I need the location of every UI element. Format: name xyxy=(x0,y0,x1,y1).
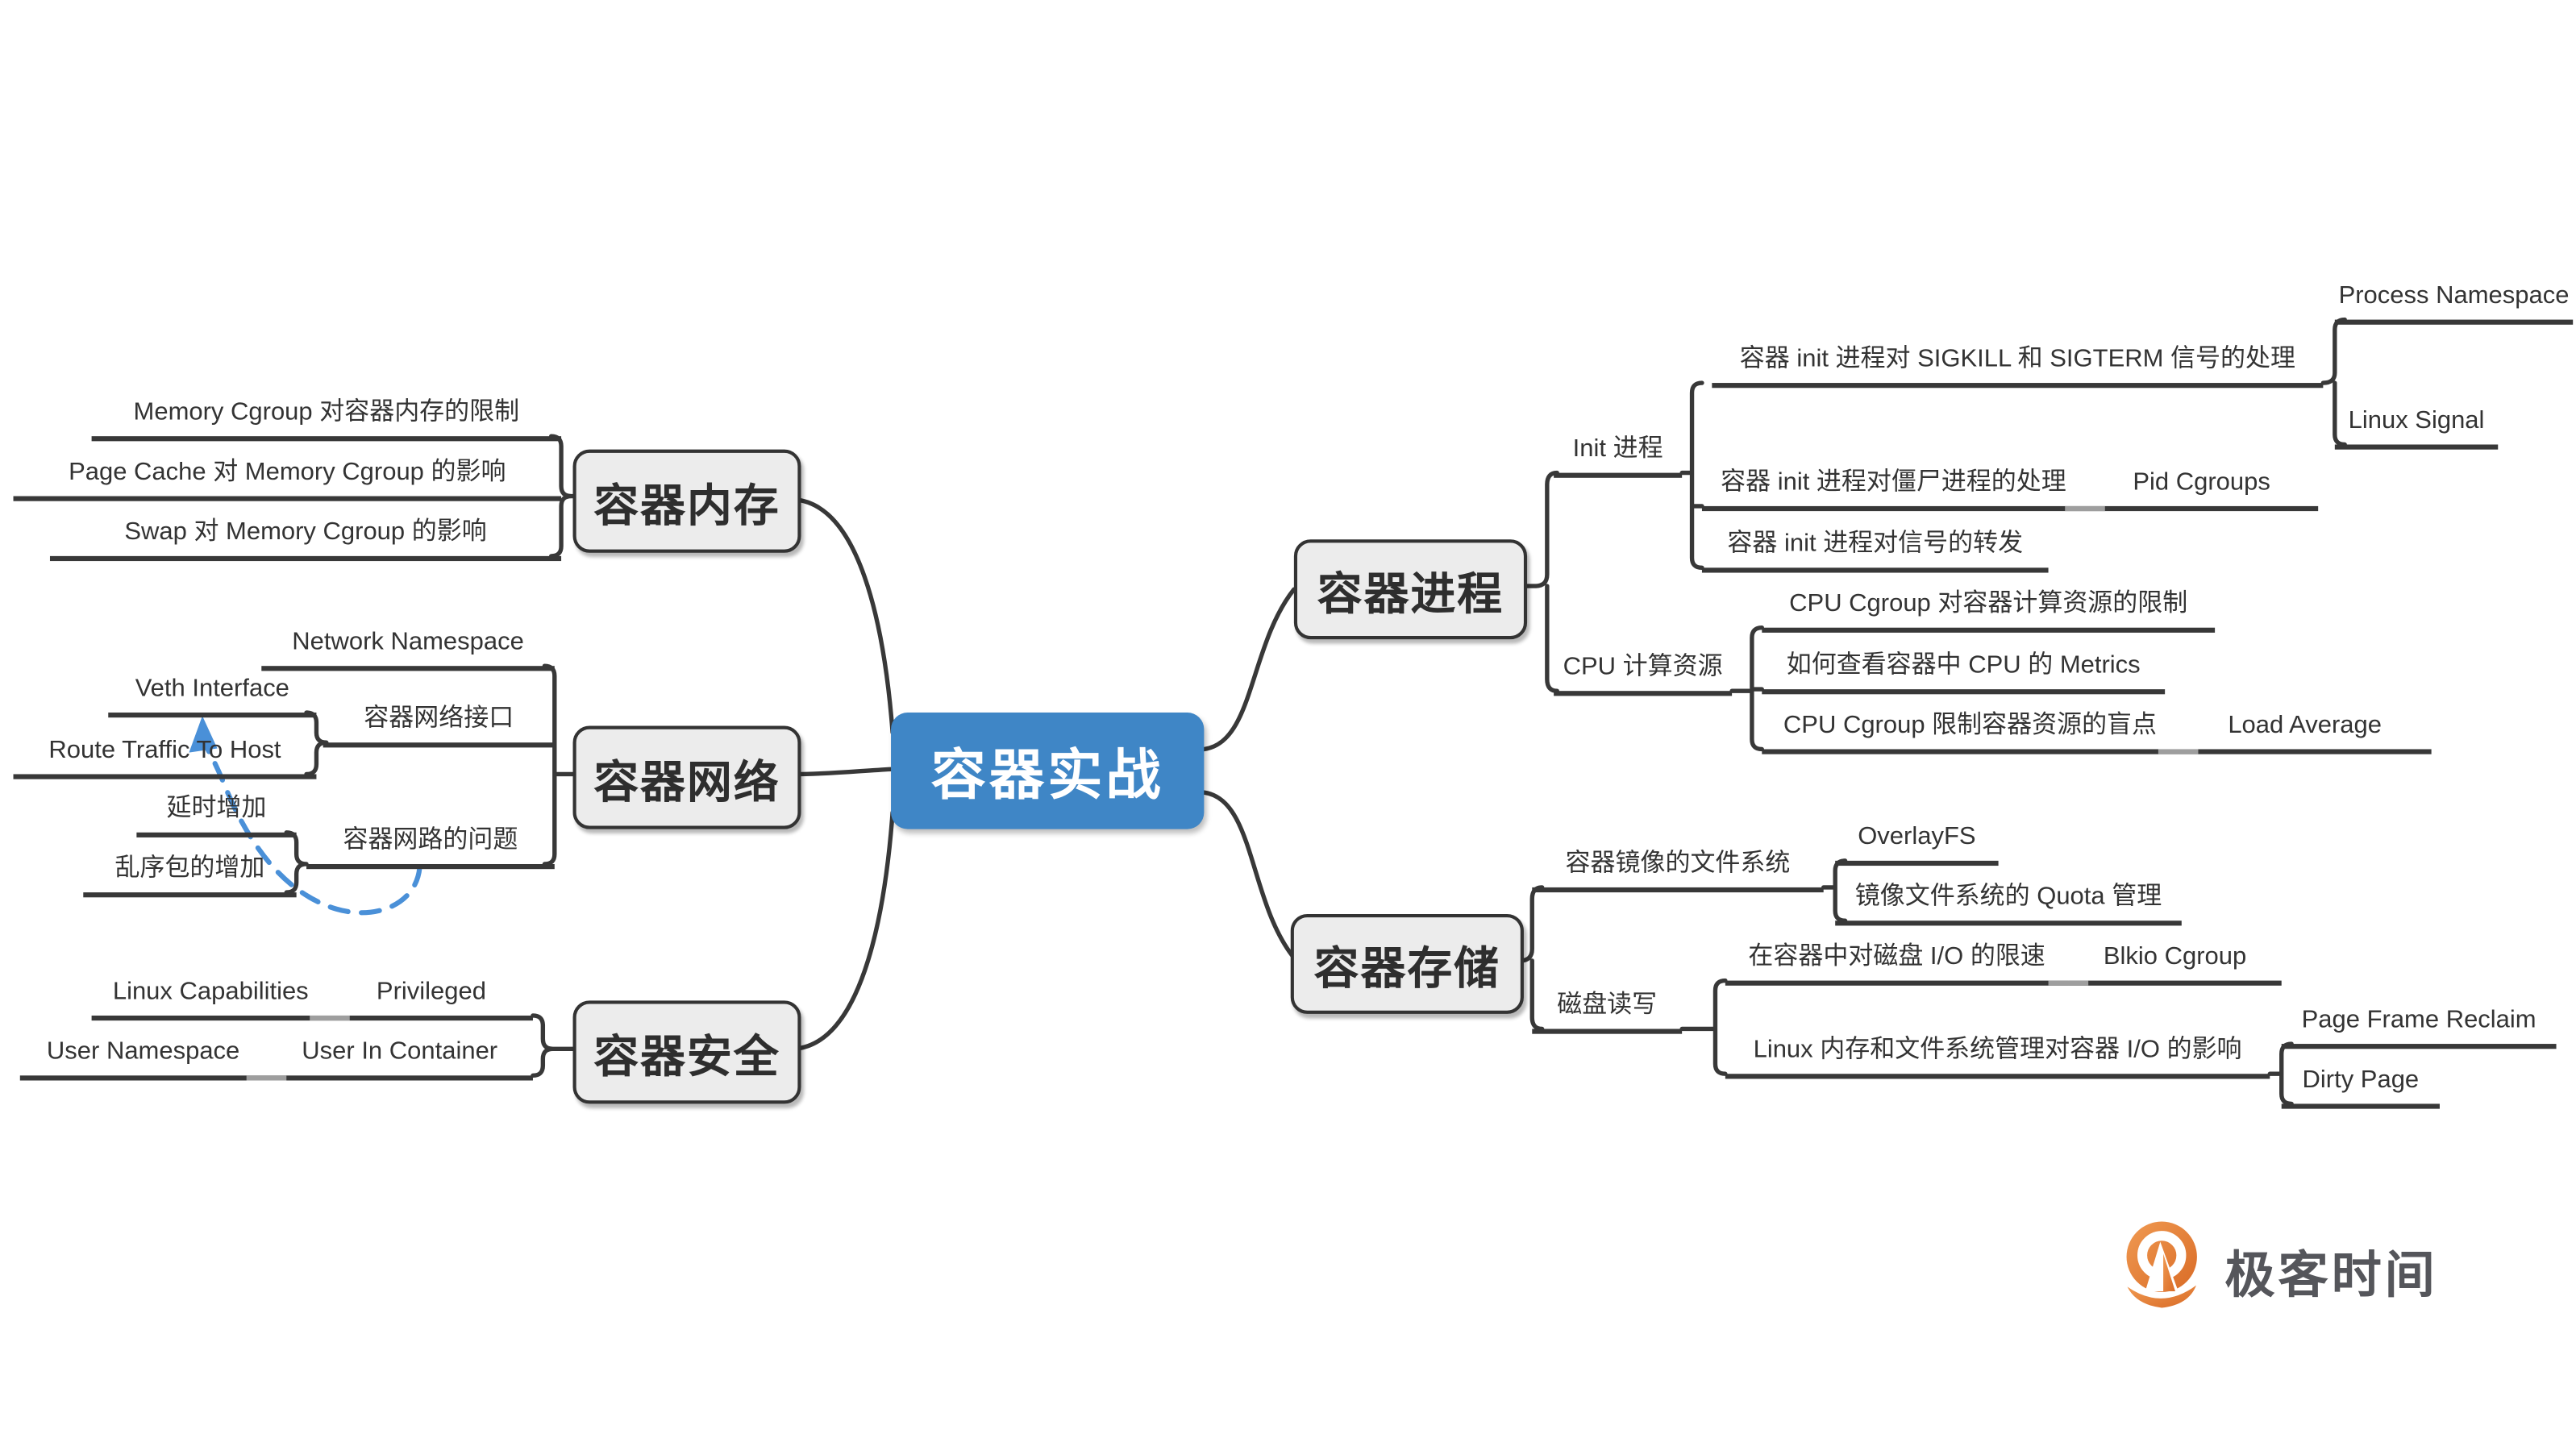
topic-memory-cgroup-limit[interactable]: Memory Cgroup 对容器内存的限制 xyxy=(91,399,562,441)
topic-privileged[interactable]: Privileged xyxy=(329,978,533,1020)
topic-init-signal-forward[interactable]: 容器 init 进程对信号的转发 xyxy=(1701,530,2049,572)
connector-center-storage xyxy=(1201,790,1295,958)
topic-init-sigkill-sigterm[interactable]: 容器 init 进程对 SIGKILL 和 SIGTERM 信号的处理 xyxy=(1712,345,2324,388)
topic-process-namespace[interactable]: Process Namespace xyxy=(2334,282,2574,324)
line-joint xyxy=(2065,505,2105,511)
connector-init-children-bracket xyxy=(1679,380,1704,571)
connector-center-security xyxy=(792,810,895,1051)
central-topic[interactable]: 容器实战 xyxy=(891,713,1205,829)
topic-linux-memory-fs-io[interactable]: Linux 内存和文件系统管理对容器 I/O 的影响 xyxy=(1725,1037,2270,1078)
topic-overlayfs[interactable]: OverlayFS xyxy=(1835,823,1999,866)
topic-linux-signal[interactable]: Linux Signal xyxy=(2334,407,2499,449)
line-joint xyxy=(2158,748,2199,754)
topic-cpu-cgroup-blindspot[interactable]: CPU Cgroup 限制容器资源的盲点 xyxy=(1762,712,2179,754)
topic-image-filesystem[interactable]: 容器镜像的文件系统 xyxy=(1532,850,1824,892)
topic-user-in-container[interactable]: User In Container xyxy=(266,1038,533,1080)
topic-init-process[interactable]: Init 进程 xyxy=(1554,435,1683,477)
topic-out-of-order-packets[interactable]: 乱序包的增加 xyxy=(83,854,297,897)
topic-init-zombie[interactable]: 容器 init 进程对僵尸进程的处理 xyxy=(1701,468,2086,511)
topic-route-traffic-to-host[interactable]: Route Traffic To Host xyxy=(13,737,317,779)
topic-veth-interface[interactable]: Veth Interface xyxy=(108,675,317,717)
topic-linux-capabilities[interactable]: Linux Capabilities xyxy=(91,978,330,1020)
topic-quota-management[interactable]: 镜像文件系统的 Quota 管理 xyxy=(1835,883,2182,925)
topic-swap[interactable]: Swap 对 Memory Cgroup 的影响 xyxy=(49,518,562,561)
arrowhead-icon xyxy=(189,716,218,753)
topic-cpu-resource[interactable]: CPU 计算资源 xyxy=(1554,654,1733,696)
topic-disk-io-limit[interactable]: 在容器中对磁盘 I/O 的限速 xyxy=(1725,943,2069,985)
topic-network-interface[interactable]: 容器网络接口 xyxy=(323,705,555,747)
branch-process[interactable]: 容器进程 xyxy=(1293,539,1528,640)
connector-center-process xyxy=(1201,587,1296,752)
topic-load-average[interactable]: Load Average xyxy=(2178,712,2432,754)
branch-security[interactable]: 容器安全 xyxy=(572,1000,801,1104)
topic-cpu-metrics[interactable]: 如何查看容器中 CPU 的 Metrics xyxy=(1762,651,2166,694)
topic-latency-increase[interactable]: 延时增加 xyxy=(136,795,297,837)
topic-blkio-cgroup[interactable]: Blkio Cgroup xyxy=(2068,943,2282,985)
connector-security-bracket xyxy=(531,1013,577,1078)
line-joint xyxy=(2048,979,2089,985)
topic-page-frame-reclaim[interactable]: Page Frame Reclaim xyxy=(2281,1006,2557,1049)
geektime-logo: 极客时间 xyxy=(2118,1220,2438,1320)
branch-storage[interactable]: 容器存储 xyxy=(1290,913,1524,1014)
topic-user-namespace[interactable]: User Namespace xyxy=(19,1038,267,1080)
line-joint xyxy=(246,1074,287,1080)
geektime-logo-text: 极客时间 xyxy=(2224,1249,2438,1304)
topic-network-problems[interactable]: 容器网路的问题 xyxy=(306,826,555,869)
topic-pid-cgroups[interactable]: Pid Cgroups xyxy=(2085,468,2319,511)
line-joint xyxy=(310,1014,350,1020)
geektime-logo-icon xyxy=(2126,1221,2197,1308)
topic-page-cache[interactable]: Page Cache 对 Memory Cgroup 的影响 xyxy=(13,459,562,501)
topic-network-namespace[interactable]: Network Namespace xyxy=(261,629,555,671)
branch-network[interactable]: 容器网络 xyxy=(572,725,801,829)
connector-cpu-children-bracket xyxy=(1729,625,1764,752)
topic-cpu-cgroup-limit[interactable]: CPU Cgroup 对容器计算资源的限制 xyxy=(1762,590,2216,632)
connector-center-network xyxy=(792,767,893,777)
connector-center-memory xyxy=(792,497,895,735)
topic-disk-readwrite[interactable]: 磁盘读写 xyxy=(1532,991,1683,1033)
topic-dirty-page[interactable]: Dirty Page xyxy=(2281,1066,2440,1108)
branch-memory[interactable]: 容器内存 xyxy=(572,449,801,553)
connector-diskrw-children-bracket xyxy=(1679,978,1728,1076)
